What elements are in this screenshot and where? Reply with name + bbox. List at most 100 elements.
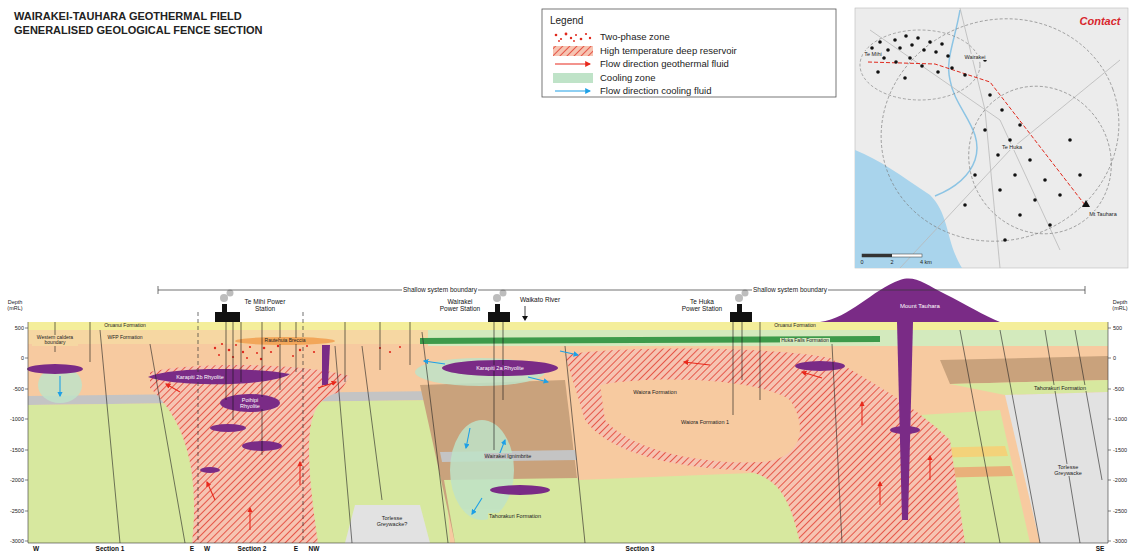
well-track (380, 322, 381, 370)
rhyolite-body (820, 279, 1000, 322)
location-map (1008, 138, 1012, 142)
legend-sample (555, 34, 558, 37)
axis-value: -2000 (1113, 477, 1127, 483)
cooling-flow-arrow (466, 428, 470, 448)
location-map (855, 8, 1128, 268)
formation-label: Wairakei Ignimbrite (484, 453, 533, 459)
legend-text: High temperature deep reservoir (600, 46, 737, 56)
location-map (1058, 193, 1062, 197)
rhyolite-body (210, 424, 246, 432)
well-track (241, 322, 242, 382)
well-track (742, 322, 743, 380)
legend-sample (589, 37, 591, 39)
well-track (494, 322, 495, 450)
two-phase-zone (249, 346, 251, 348)
geothermal-flow-arrow (929, 456, 930, 480)
section-label: E (294, 545, 298, 552)
rhyolite-body (200, 467, 220, 473)
river-pointer (522, 306, 528, 321)
rhyolite-body (442, 360, 558, 376)
rhyolite-label: Poihipi Rhyolite (234, 397, 266, 409)
location-map (894, 60, 898, 64)
location-map (893, 38, 897, 42)
location-map (860, 30, 980, 100)
location-map (870, 8, 1120, 268)
location-map (868, 62, 1085, 205)
legend-sample (560, 38, 562, 40)
formation-label: Oruanui Formation (773, 323, 817, 329)
section-label: Section 1 (96, 545, 125, 552)
legend-sample (555, 33, 592, 42)
axis-value: -1500 (1113, 447, 1127, 453)
map-label: Wairakei (963, 54, 986, 60)
geothermal-flow-arrow (299, 462, 300, 485)
formation-label: Waiora Formation (632, 389, 678, 395)
location-map (886, 48, 890, 52)
formation-label: Waiora Formation 1 (680, 419, 730, 425)
axis-value: -1500 (10, 447, 24, 453)
depth-axis (1108, 328, 1111, 329)
depth-axis (28, 322, 29, 543)
location-map (940, 42, 944, 46)
boundary-line (158, 286, 159, 294)
fault-line (1000, 330, 1040, 543)
rhyolite-body (27, 279, 1000, 520)
section-label: W (204, 545, 210, 552)
axis-value: -500 (13, 386, 24, 392)
two-phase-zone (214, 347, 216, 349)
cooling-flow-arrow (424, 361, 445, 364)
legend-frame (542, 9, 836, 97)
boundary-line (158, 290, 1085, 291)
geothermal-flow-arrow (166, 362, 930, 530)
location-map (983, 128, 987, 132)
steam-plume (500, 290, 507, 297)
section-divider (198, 312, 199, 543)
diagram-title: WAIRAKEI-TAUHARA GEOTHERMAL FIELD GENERA… (14, 9, 314, 38)
fault-line (335, 346, 352, 543)
location-map (946, 54, 950, 58)
legend-sample (553, 33, 593, 91)
scale-value: 0 (860, 259, 863, 265)
river-label: Waikato River (519, 296, 561, 303)
axis-value: 500 (15, 325, 24, 331)
geothermal-flow-arrow (861, 402, 862, 425)
axis-value: 500 (1113, 325, 1122, 331)
location-map (1078, 173, 1082, 177)
location-map (963, 203, 967, 207)
legend-sample (585, 33, 587, 35)
depth-axis (25, 450, 28, 451)
rhyolite-label: Karapiti 2a Rhyolite (475, 365, 525, 371)
geothermal-flow-arrow (249, 508, 250, 530)
section-label: W (33, 545, 39, 552)
location-map (1033, 198, 1037, 202)
location-map (1018, 213, 1022, 217)
power-station-icon (215, 304, 752, 322)
river-pointer (522, 316, 528, 321)
formation-label: Tahorakuri Formation (1033, 385, 1087, 391)
formation-label: Huka Falls Formation (780, 338, 830, 344)
location-map (916, 36, 920, 40)
geothermal-flow-arrow (879, 482, 880, 505)
well-track (280, 322, 281, 390)
map-label: Te Mihi (863, 51, 882, 57)
location-map (920, 64, 924, 68)
depth-axis (1108, 541, 1111, 542)
logo: Contact (1080, 15, 1121, 27)
two-phase-zone (389, 351, 391, 353)
depth-axis (1108, 419, 1111, 420)
fault-line (832, 344, 842, 543)
power-station-icon (488, 304, 510, 322)
formation-label: WFP Formation (107, 335, 144, 341)
two-phase-zone (246, 357, 248, 359)
station-label: Te Mihi Power Station (243, 298, 287, 312)
rhyolite-label: Karapiti 2b Rhyolite (175, 374, 225, 380)
two-phase-zone (299, 349, 301, 351)
location-map (908, 56, 912, 60)
depth-axis (25, 328, 28, 329)
axis-value: 0 (21, 355, 24, 361)
location-map (988, 93, 992, 97)
depth-axis (1108, 389, 1111, 390)
rhyolite-body (795, 361, 845, 371)
legend-sample (565, 33, 568, 36)
formation-label: Western caldera boundary (32, 335, 78, 346)
